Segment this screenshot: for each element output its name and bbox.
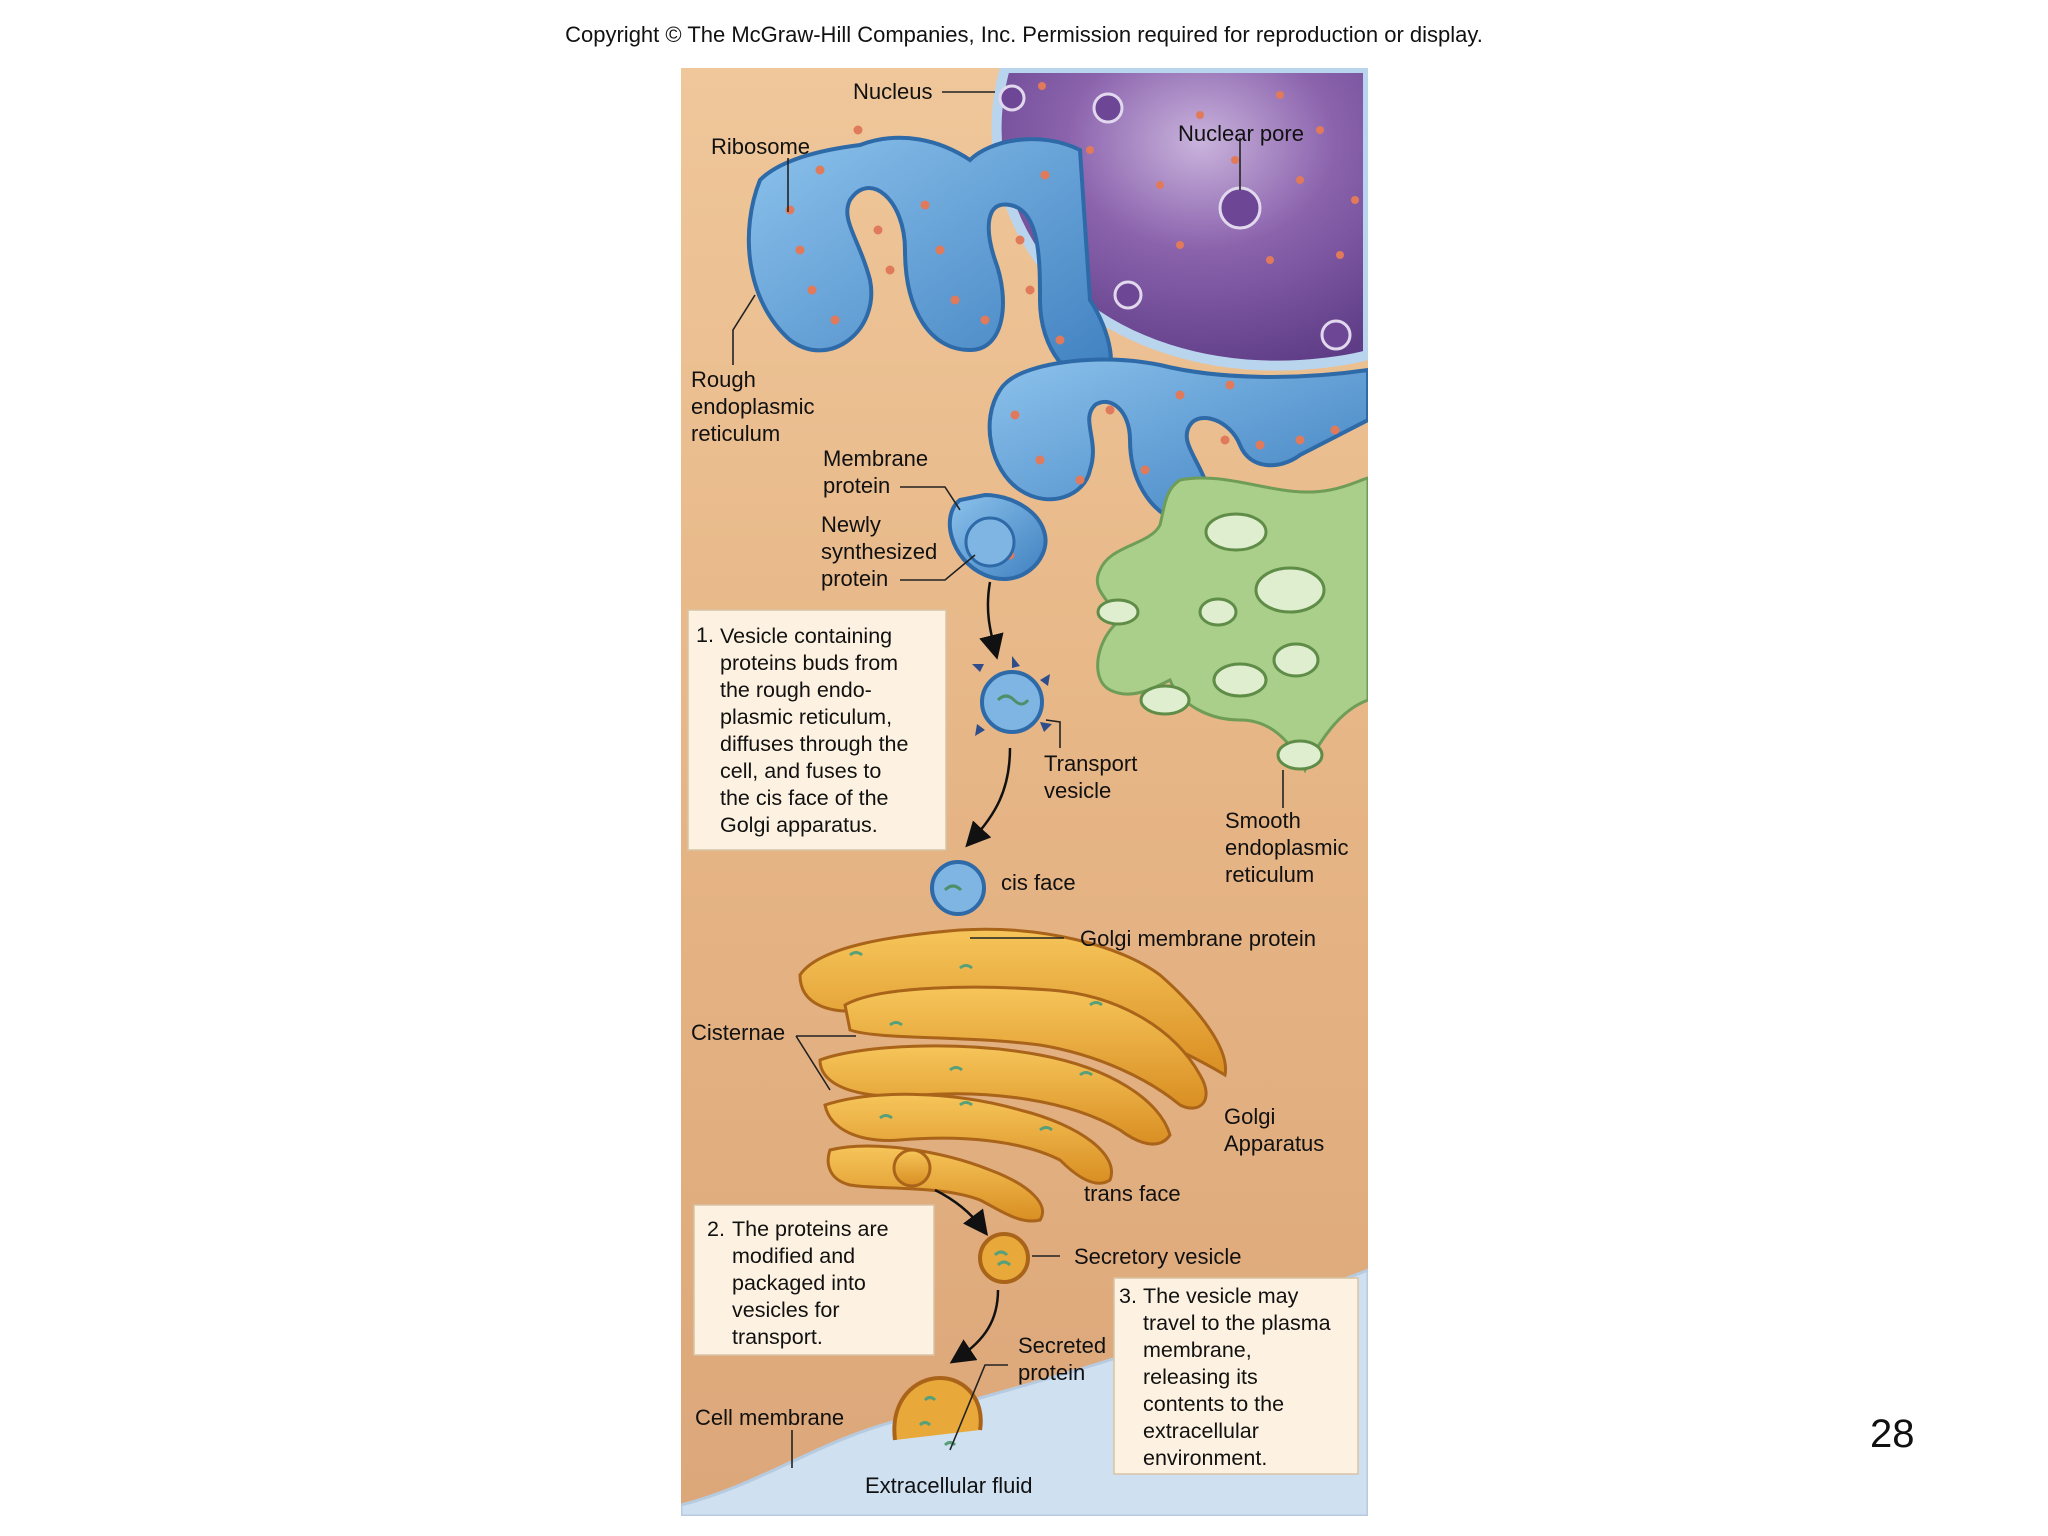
step-3-line-1: The vesicle may bbox=[1143, 1284, 1299, 1308]
step-1-body: Vesicle containing proteins buds from th… bbox=[720, 624, 914, 837]
label-membrane-protein-line-1: Membrane bbox=[823, 446, 928, 471]
label-newly-synthesized-protein-line-2: synthesized bbox=[821, 539, 937, 564]
step-1-line-5: diffuses through the bbox=[720, 732, 908, 756]
step-2-box bbox=[693, 1204, 935, 1356]
label-transport-vesicle-line-2: vesicle bbox=[1044, 778, 1111, 803]
step-3-box bbox=[1113, 1277, 1359, 1475]
label-smooth-er-line-2: endoplasmic bbox=[1225, 835, 1349, 860]
label-rough-er-line-2: endoplasmic bbox=[691, 394, 815, 419]
label-rough-er: Rough endoplasmic reticulum bbox=[691, 367, 821, 446]
label-cis-face: cis face bbox=[1001, 870, 1076, 895]
label-secretory-vesicle: Secretory vesicle bbox=[1074, 1244, 1242, 1269]
label-golgi-apparatus: Golgi Apparatus bbox=[1224, 1104, 1324, 1156]
fusing-vesicle-shape bbox=[930, 860, 986, 916]
step-1-box bbox=[687, 609, 947, 851]
label-newly-synthesized-protein-line-1: Newly bbox=[821, 512, 881, 537]
label-transport-vesicle: Transport vesicle bbox=[1044, 751, 1143, 803]
step-3-line-3: membrane, bbox=[1143, 1338, 1252, 1362]
step-1-text: 1. bbox=[696, 623, 714, 647]
label-membrane-protein: Membrane protein bbox=[823, 446, 934, 498]
step-2-line-3: packaged into bbox=[732, 1271, 866, 1295]
exocytosis-vesicle-shape bbox=[892, 1375, 983, 1447]
label-rough-er-line-1: Rough bbox=[691, 367, 756, 392]
label-cisternae: Cisternae bbox=[691, 1020, 785, 1045]
pathway-arrows bbox=[934, 581, 1012, 1364]
page-number: 28 bbox=[1870, 1412, 1915, 1456]
step-2-line-2: modified and bbox=[732, 1244, 855, 1268]
golgi-cargo-proteins bbox=[849, 951, 1103, 1132]
smooth-er-tubules bbox=[1096, 512, 1326, 771]
step-1-line-6: cell, and fuses to bbox=[720, 759, 881, 783]
step-3-line-4: releasing its bbox=[1143, 1365, 1258, 1389]
label-rough-er-line-3: reticulum bbox=[691, 421, 780, 446]
label-nuclear-pore: Nuclear pore bbox=[1178, 121, 1304, 146]
golgi-apparatus-shape bbox=[798, 927, 1228, 1223]
label-secreted-protein-line-2: protein bbox=[1018, 1360, 1085, 1385]
budding-vesicle bbox=[964, 516, 1016, 568]
step-3-line-2: travel to the plasma bbox=[1143, 1311, 1331, 1335]
label-ribosome: Ribosome bbox=[711, 134, 810, 159]
ribosomes bbox=[785, 82, 1359, 560]
step-1-line-1: Vesicle containing bbox=[720, 624, 892, 648]
secretory-vesicle-shape bbox=[978, 1232, 1030, 1284]
step-2-body: The proteins are modified and packaged i… bbox=[732, 1217, 895, 1349]
label-newly-synthesized-protein: Newly synthesized protein bbox=[821, 512, 943, 591]
step-3-number: 3. bbox=[1119, 1284, 1137, 1308]
step-2-line-5: transport. bbox=[732, 1325, 823, 1349]
label-nucleus: Nucleus bbox=[853, 79, 932, 104]
step-3-body: The vesicle may travel to the plasma mem… bbox=[1143, 1284, 1337, 1470]
step-1-line-8: Golgi apparatus. bbox=[720, 813, 878, 837]
label-trans-face: trans face bbox=[1084, 1181, 1181, 1206]
leader-lines bbox=[732, 91, 1284, 1468]
cytoplasm-panel bbox=[681, 68, 1368, 1516]
label-smooth-er-line-1: Smooth bbox=[1225, 808, 1301, 833]
step-3-line-7: environment. bbox=[1143, 1446, 1267, 1470]
label-cell-membrane: Cell membrane bbox=[695, 1405, 844, 1430]
label-newly-synthesized-protein-line-3: protein bbox=[821, 566, 888, 591]
label-secreted-protein: Secreted protein bbox=[1018, 1333, 1112, 1385]
label-transport-vesicle-line-1: Transport bbox=[1044, 751, 1137, 776]
step-2-number: 2. bbox=[707, 1217, 725, 1241]
label-golgi-apparatus-line-2: Apparatus bbox=[1224, 1131, 1324, 1156]
label-golgi-apparatus-line-1: Golgi bbox=[1224, 1104, 1275, 1129]
step-2-text: 2. bbox=[707, 1217, 725, 1241]
step-3-text: 3. bbox=[1119, 1284, 1137, 1308]
label-golgi-membrane-protein: Golgi membrane protein bbox=[1080, 926, 1316, 951]
step-2-line-1: The proteins are bbox=[732, 1217, 889, 1241]
nuclear-pores bbox=[998, 84, 1352, 351]
step-1-line-7: the cis face of the bbox=[720, 786, 889, 810]
label-membrane-protein-line-2: protein bbox=[823, 473, 890, 498]
step-1-number: 1. bbox=[696, 623, 714, 647]
label-smooth-er-line-3: reticulum bbox=[1225, 862, 1314, 887]
label-smooth-er: Smooth endoplasmic reticulum bbox=[1225, 808, 1355, 887]
step-1-line-4: plasmic reticulum, bbox=[720, 705, 892, 729]
step-3-line-5: contents to the bbox=[1143, 1392, 1284, 1416]
step-2-line-4: vesicles for bbox=[732, 1298, 840, 1322]
copyright-notice: Copyright © The McGraw-Hill Companies, I… bbox=[565, 22, 1483, 47]
label-extracellular-fluid: Extracellular fluid bbox=[865, 1473, 1033, 1498]
label-secreted-protein-line-1: Secreted bbox=[1018, 1333, 1106, 1358]
step-3-line-6: extracellular bbox=[1143, 1419, 1259, 1443]
step-1-line-3: the rough endo- bbox=[720, 678, 872, 702]
step-1-line-2: proteins buds from bbox=[720, 651, 898, 675]
transport-vesicle-shape bbox=[972, 656, 1052, 736]
